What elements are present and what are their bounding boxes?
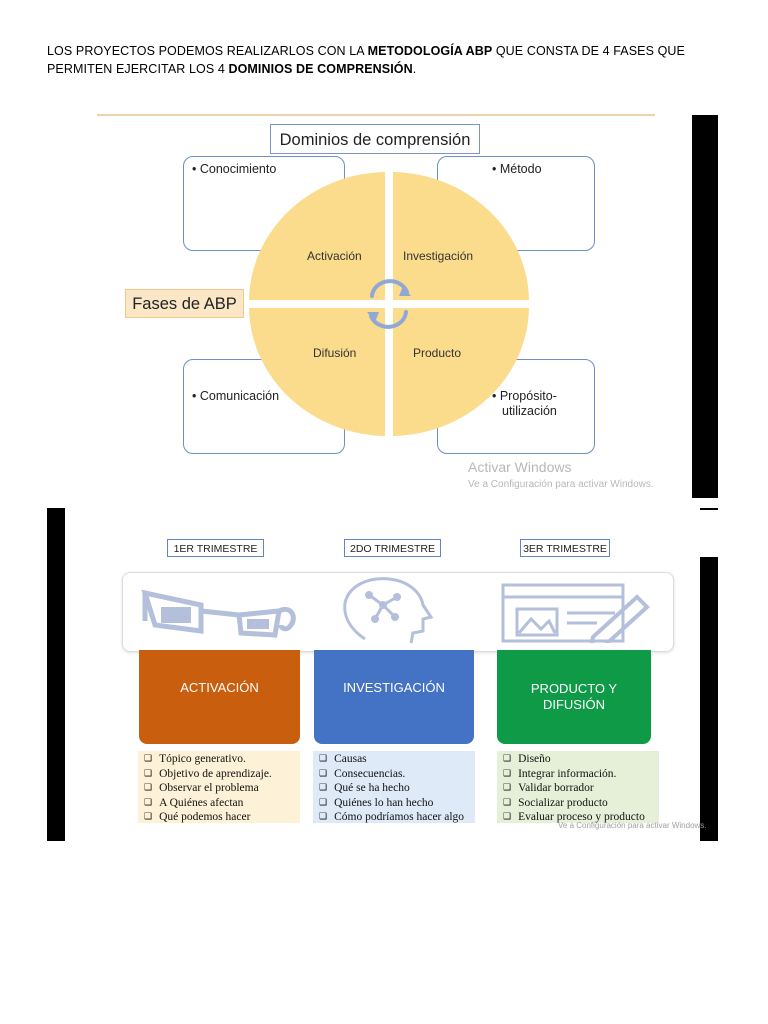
- intro-text-2: QUE CONSTA DE 4 FASES QUE PERMITEN EJERC…: [47, 44, 685, 76]
- diagram-top-rule: [97, 114, 655, 116]
- checklist-activacion: Tópico generativo. Objetivo de aprendiza…: [138, 751, 300, 823]
- list-item: Quiénes lo han hecho: [319, 797, 475, 812]
- list-item: A Quiénes afectan: [144, 797, 300, 812]
- head-network-icon: [343, 577, 434, 644]
- trimester-3-label: 3ER TRIMESTRE: [520, 539, 610, 557]
- intro-text-1: LOS PROYECTOS PODEMOS REALIZARLOS CON LA: [47, 44, 368, 58]
- domain-label-proposito-line1: • Propósito-: [492, 389, 557, 403]
- list-item: Diseño: [503, 753, 659, 768]
- phase-label-producto: Producto: [413, 346, 462, 360]
- trimester-2-label: 2DO TRIMESTRE: [344, 539, 441, 557]
- phase-box-producto-label-line1: PRODUCTO Y: [530, 681, 618, 696]
- list-item: Integrar información.: [503, 768, 659, 783]
- black-side-bar-left: [47, 508, 65, 841]
- black-top-line: [700, 508, 718, 510]
- phase-label-activacion: Activación: [307, 249, 362, 263]
- black-side-bar-right: [700, 557, 718, 841]
- list-item: Observar el problema: [144, 782, 300, 797]
- diagram-title: Dominios de comprensión: [270, 124, 480, 154]
- phase-box-activacion: ACTIVACIÓN: [139, 650, 300, 744]
- phase-label-difusion: Difusión: [313, 346, 357, 360]
- document-image-pen-icon: [501, 583, 650, 643]
- windows-watermark-title: Activar Windows: [468, 459, 572, 475]
- domain-label-metodo: • Método: [492, 162, 542, 176]
- phase-box-activacion-label: ACTIVACIÓN: [180, 680, 259, 695]
- list-item: Evaluar proceso y producto: [503, 811, 659, 826]
- trimester-1-label: 1ER TRIMESTRE: [167, 539, 264, 557]
- domain-label-proposito-line2: utilización: [502, 404, 557, 418]
- windows-watermark-subtitle-2: Ve a Configuración para activar Windows.: [558, 821, 707, 830]
- list-item: Consecuencias.: [319, 768, 475, 783]
- phase-box-investigacion: INVESTIGACIÓN: [314, 650, 474, 744]
- list-item: Causas: [319, 753, 475, 768]
- checklist-producto-difusion: Diseño Integrar información. Validar bor…: [497, 751, 659, 823]
- list-item: Tópico generativo.: [144, 753, 300, 768]
- icons-strip: [122, 572, 674, 652]
- list-item: Qué podemos hacer: [144, 811, 300, 826]
- intro-bold-domains: DOMINIOS DE COMPRENSIÓN: [228, 62, 413, 76]
- intro-paragraph: LOS PROYECTOS PODEMOS REALIZARLOS CON LA…: [47, 42, 727, 78]
- list-item: Qué se ha hecho: [319, 782, 475, 797]
- phase-label-investigacion: Investigación: [403, 249, 474, 263]
- windows-watermark-subtitle: Ve a Configuración para activar Windows.: [468, 479, 654, 490]
- list-item: Socializar producto: [503, 797, 659, 812]
- checklist-investigacion: Causas Consecuencias. Qué se ha hecho Qu…: [313, 751, 475, 823]
- fases-label: Fases de ABP: [125, 289, 244, 318]
- list-item: Validar borrador: [503, 782, 659, 797]
- intro-bold-methodology: METODOLOGÍA ABP: [367, 44, 493, 58]
- phase-box-investigacion-label: INVESTIGACIÓN: [343, 680, 445, 695]
- phase-box-producto-label-line2: DIFUSIÓN: [542, 697, 606, 712]
- list-item: Objetivo de aprendizaje.: [144, 768, 300, 783]
- domain-label-comunicacion: • Comunicación: [192, 389, 280, 403]
- phase-box-producto-difusion: PRODUCTO Y DIFUSIÓN: [497, 650, 651, 744]
- list-item: Cómo podríamos hacer algo: [319, 811, 475, 826]
- 3d-glasses-icon: [141, 589, 296, 638]
- domain-label-conocimiento: • Conocimiento: [192, 162, 277, 176]
- black-side-bar: [692, 115, 718, 498]
- phases-circle: [249, 172, 529, 436]
- intro-text-3: .: [412, 62, 417, 76]
